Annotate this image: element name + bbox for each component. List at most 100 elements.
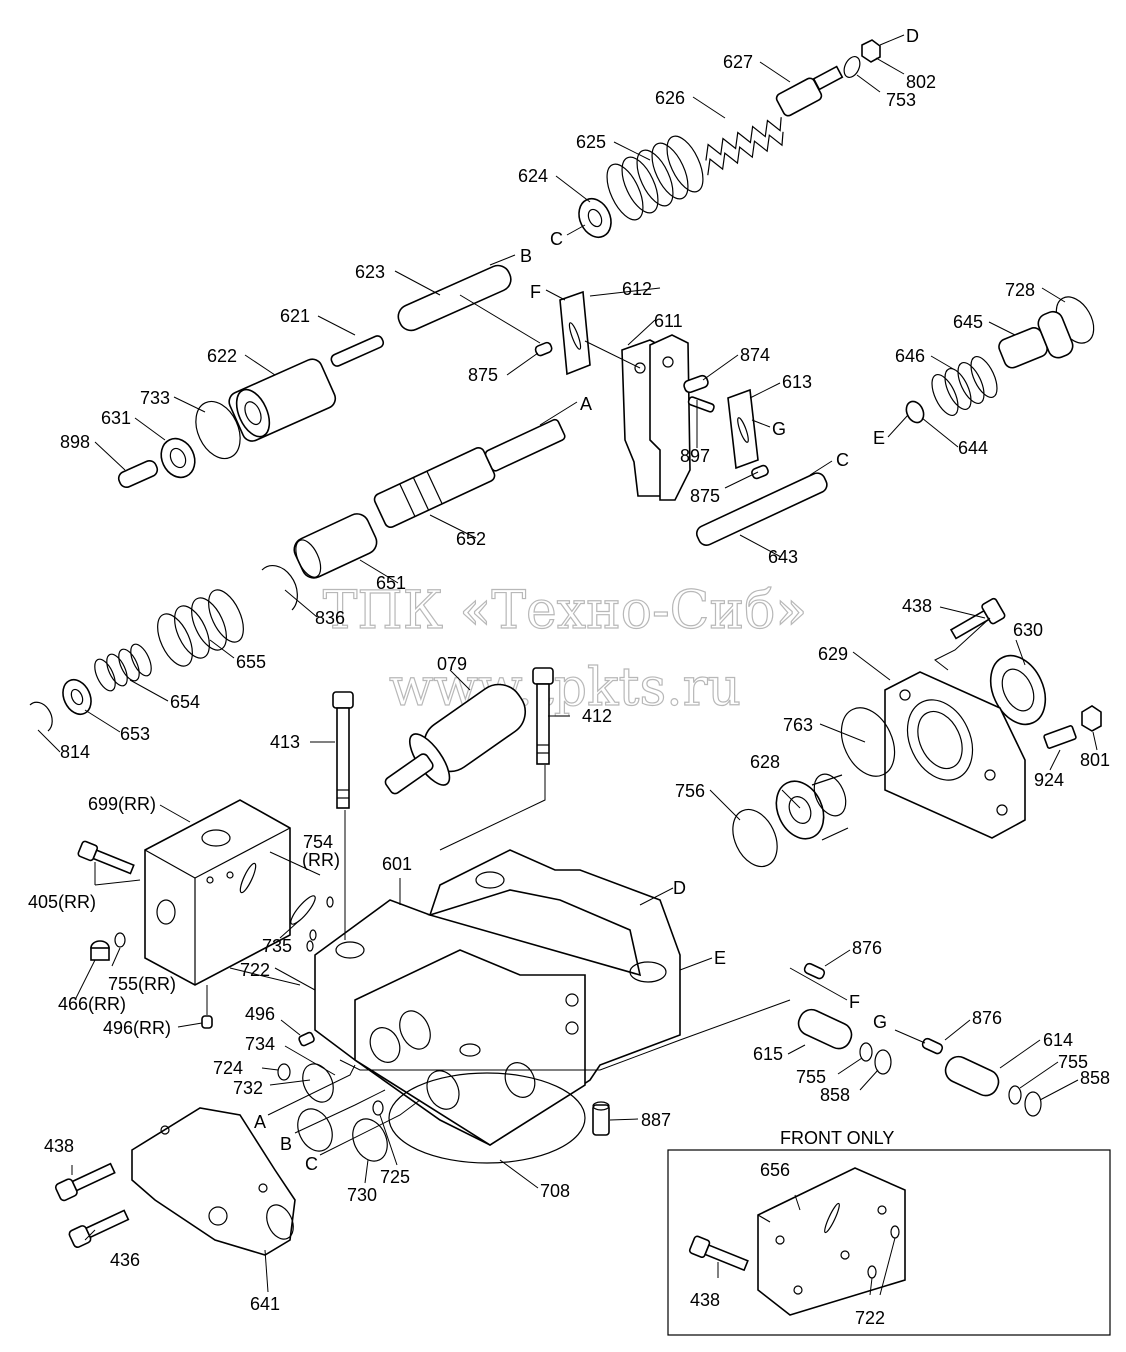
label-623: 623 <box>355 262 385 282</box>
label-724: 724 <box>213 1058 243 1078</box>
pin-897 <box>687 396 715 413</box>
label-F-top: F <box>530 282 541 302</box>
label-699rr: 699(RR) <box>88 794 156 814</box>
pin-875b <box>751 464 769 480</box>
nut-802 <box>861 39 881 63</box>
spool-651 <box>293 513 378 579</box>
label-A-top: A <box>580 394 592 414</box>
label-656: 656 <box>760 1160 790 1180</box>
label-405rr: 405(RR) <box>28 892 96 912</box>
label-801: 801 <box>1080 750 1110 770</box>
main-body-601 <box>314 849 681 1146</box>
watermark-line1: ТПК «Техно-Сиб» <box>323 581 808 641</box>
label-496: 496 <box>245 1004 275 1024</box>
watermark: ТПК «Техно-Сиб» www.tpkts.ru <box>322 580 808 718</box>
label-C-mid: C <box>836 450 849 470</box>
label-754-rr: (RR) <box>302 850 340 870</box>
watermark-line2: www.tpkts.ru <box>389 658 741 718</box>
bolt-413 <box>332 691 354 809</box>
plug-631 <box>160 437 196 479</box>
bolt-438-left <box>54 1162 116 1202</box>
o-ring-755rr <box>114 932 126 948</box>
sleeve-615 <box>797 1008 853 1050</box>
label-802: 802 <box>906 72 936 92</box>
label-730: 730 <box>347 1185 377 1205</box>
piston-645 <box>998 310 1074 369</box>
o-ring-754 <box>290 895 316 925</box>
o-ring-734 <box>302 1063 334 1103</box>
label-G-top: G <box>772 419 786 439</box>
label-763: 763 <box>783 715 813 735</box>
bolt-436 <box>68 1209 130 1248</box>
label-858-mid: 858 <box>820 1085 850 1105</box>
label-652: 652 <box>456 529 486 549</box>
o-ring-755b <box>859 1042 873 1062</box>
pin-876a <box>803 962 826 980</box>
plate-612 <box>559 290 591 376</box>
label-630: 630 <box>1013 620 1043 640</box>
label-496rr: 496(RR) <box>103 1018 171 1038</box>
o-ring-735b <box>306 940 314 952</box>
spring-seat-624 <box>578 197 612 239</box>
inset-frame <box>667 1149 1111 1336</box>
pin-876b <box>921 1037 944 1055</box>
label-722: 722 <box>240 960 270 980</box>
label-631: 631 <box>101 408 131 428</box>
pin-643 <box>695 472 828 546</box>
washer-644 <box>905 400 925 424</box>
set-screw-924 <box>1043 725 1077 749</box>
label-876-top: 876 <box>852 938 882 958</box>
plug-628 <box>775 773 849 841</box>
spring-625 <box>606 135 704 221</box>
label-655: 655 <box>236 652 266 672</box>
o-ring-753 <box>843 56 861 78</box>
label-438-top: 438 <box>902 596 932 616</box>
label-621: 621 <box>280 306 310 326</box>
label-601: 601 <box>382 854 412 874</box>
label-898: 898 <box>60 432 90 452</box>
label-G-mid: G <box>873 1012 887 1032</box>
label-615: 615 <box>753 1044 783 1064</box>
bolt-438-top <box>949 597 1006 640</box>
pin-887 <box>592 1101 610 1136</box>
plug-627 <box>775 65 844 117</box>
label-654: 654 <box>170 692 200 712</box>
spring-654 <box>94 643 152 692</box>
label-753: 753 <box>886 90 916 110</box>
o-ring-755a <box>1008 1085 1022 1105</box>
label-732: 732 <box>233 1078 263 1098</box>
label-814: 814 <box>60 742 90 762</box>
spring-626 <box>705 117 784 176</box>
part-labels: 627 D 802 753 626 625 624 C 623 B 621 62… <box>28 26 1110 1328</box>
label-614: 614 <box>1043 1030 1073 1050</box>
label-624: 624 <box>518 166 548 186</box>
label-734: 734 <box>245 1034 275 1054</box>
label-A-bottom: A <box>254 1112 266 1132</box>
label-728: 728 <box>1005 280 1035 300</box>
o-ring-725 <box>372 1100 384 1116</box>
spring-655 <box>157 589 244 667</box>
bolt-412 <box>532 667 554 765</box>
label-644: 644 <box>958 438 988 458</box>
o-ring-708 <box>388 1072 586 1164</box>
pin-875a <box>534 341 553 357</box>
plate-656 <box>757 1167 906 1316</box>
label-628: 628 <box>750 752 780 772</box>
nut-801 <box>1081 705 1102 732</box>
pin-496rr <box>201 1015 213 1029</box>
backup-ring-858b <box>874 1049 892 1075</box>
solenoid-079 <box>384 683 527 795</box>
lever-611 <box>621 334 691 501</box>
o-ring-754b <box>326 896 334 908</box>
label-858-right: 858 <box>1080 1068 1110 1088</box>
label-626: 626 <box>655 88 685 108</box>
label-438-left: 438 <box>44 1136 74 1156</box>
label-B-bottom: B <box>280 1134 292 1154</box>
label-D-top: D <box>906 26 919 46</box>
label-645: 645 <box>953 312 983 332</box>
label-887: 887 <box>641 1110 671 1130</box>
sleeve-622 <box>228 358 337 442</box>
block-699 <box>144 799 291 986</box>
label-651: 651 <box>376 573 406 593</box>
label-D-mid: D <box>673 878 686 898</box>
